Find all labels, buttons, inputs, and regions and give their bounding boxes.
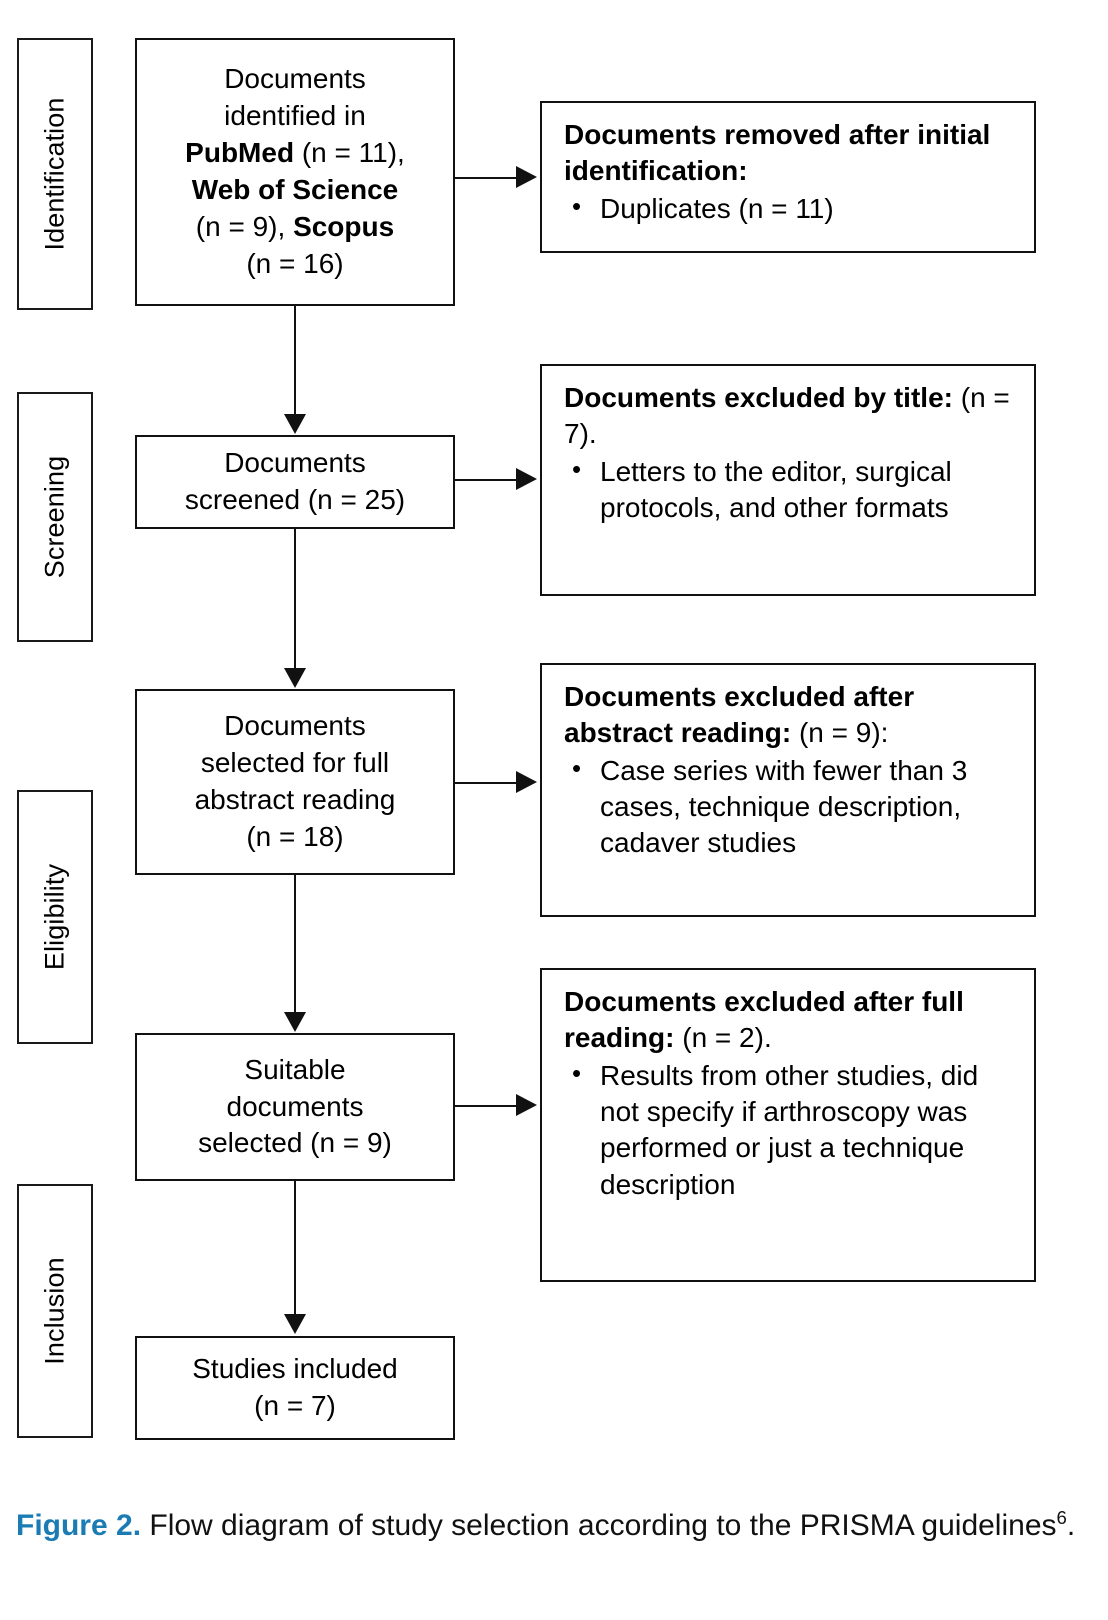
screened-box: Documents screened (n = 25) xyxy=(135,435,455,529)
phase-box-screening: Screening xyxy=(17,392,93,642)
excluded-after-abstract-bullets: Case series with fewer than 3 cases, tec… xyxy=(564,752,1018,862)
phase-box-inclusion: Inclusion xyxy=(17,1184,93,1438)
phase-box-identification: Identification xyxy=(17,38,93,310)
list-item: Letters to the editor, surgical protocol… xyxy=(564,453,1018,527)
connector-screened-to-excluded-title xyxy=(455,479,519,481)
excluded-after-abstract-box: Documents excluded after abstract readin… xyxy=(540,663,1036,917)
removed-after-identification-bullets: Duplicates (n = 11) xyxy=(564,190,1018,227)
full-excl-normal: (n = 2). xyxy=(674,1021,772,1053)
arrowhead-identified-to-screened xyxy=(284,414,306,434)
arrowhead-screened-to-excluded-title xyxy=(516,468,537,490)
full-excl-bold: Documents excluded after full reading: xyxy=(564,986,964,1053)
arrowhead-abstract-to-suitable xyxy=(284,1012,306,1032)
phase-label-identification: Identification xyxy=(39,97,70,251)
identified-source-scopus: Scopus xyxy=(293,210,395,242)
suitable-box-text: Suitable documents selected (n = 9) xyxy=(190,1052,400,1163)
connector-screened-to-abstract xyxy=(294,529,296,671)
excluded-after-full-reading-box: Documents excluded after full reading: (… xyxy=(540,968,1036,1282)
suitable-line-1: Suitable xyxy=(244,1053,346,1085)
connector-abstract-to-excluded-abstract xyxy=(455,782,519,784)
title-excl-normal: (n = 7). xyxy=(564,382,1010,449)
abstract-selected-box: Documents selected for full abstract rea… xyxy=(135,689,455,875)
included-line-1: Studies included xyxy=(192,1353,398,1385)
figure-caption: Figure 2. Flow diagram of study selectio… xyxy=(16,1505,1076,1547)
phase-label-screening: Screening xyxy=(39,455,70,579)
title-excl-bold: Documents excluded by title: xyxy=(564,382,953,413)
abstract-line-2: selected for full xyxy=(200,747,390,779)
screened-line-2: screened (n = 25) xyxy=(184,484,406,515)
excluded-after-full-reading-bullets: Results from other studies, did not spec… xyxy=(564,1057,1018,1204)
figure-label: Figure 2. xyxy=(16,1509,142,1542)
connector-identified-to-screened xyxy=(294,306,296,416)
figure-caption-text: Flow diagram of study selection accordin… xyxy=(149,1509,1057,1542)
excluded-by-title-bullets: Letters to the editor, surgical protocol… xyxy=(564,453,1018,527)
list-item: Duplicates (n = 11) xyxy=(564,190,1018,227)
arrowhead-identified-to-removed xyxy=(516,166,537,188)
phase-box-eligibility: Eligibility xyxy=(17,790,93,1044)
identified-box: Documents identified in PubMed (n = 11),… xyxy=(135,38,455,306)
figure-caption-end: . xyxy=(1066,1509,1076,1542)
identified-line-2: identified in xyxy=(224,100,366,132)
removed-after-identification-title: Documents removed after initial identifi… xyxy=(564,117,1018,189)
included-line-2: (n = 7) xyxy=(254,1390,336,1421)
identified-count-scopus: (n = 16) xyxy=(246,247,344,279)
abstract-excl-normal: (n = 9): xyxy=(791,716,889,748)
list-item: Results from other studies, did not spec… xyxy=(564,1057,1018,1204)
excluded-after-full-reading-title: Documents excluded after full reading: (… xyxy=(564,984,1018,1056)
identified-source-pubmed: PubMed xyxy=(185,137,295,169)
screened-line-1: Documents xyxy=(224,447,366,479)
abstract-line-1: Documents xyxy=(224,710,366,742)
identified-count-pubmed: (n = 11), xyxy=(294,137,405,169)
identified-box-text: Documents identified in PubMed (n = 11),… xyxy=(177,61,413,283)
excluded-by-title-box: Documents excluded by title: (n = 7). Le… xyxy=(540,364,1036,596)
identified-count-wos: (n = 9), xyxy=(195,210,294,242)
screened-box-text: Documents screened (n = 25) xyxy=(177,445,413,519)
included-box-text: Studies included (n = 7) xyxy=(184,1351,405,1425)
phase-label-eligibility: Eligibility xyxy=(39,863,70,971)
connector-suitable-to-excluded-full xyxy=(455,1105,519,1107)
connector-suitable-to-included xyxy=(294,1181,296,1317)
suitable-line-2: documents xyxy=(226,1090,364,1122)
excluded-by-title-title: Documents excluded by title: (n = 7). xyxy=(564,380,1018,452)
connector-identified-to-removed xyxy=(455,177,519,179)
connector-abstract-to-suitable xyxy=(294,875,296,1015)
abstract-selected-box-text: Documents selected for full abstract rea… xyxy=(187,708,404,856)
removed-title-bold: Documents removed after initial identifi… xyxy=(564,119,991,186)
figure-caption-superscript: 6 xyxy=(1056,1507,1067,1528)
abstract-line-3: abstract reading xyxy=(194,784,396,815)
removed-after-identification-box: Documents removed after initial identifi… xyxy=(540,101,1036,253)
included-box: Studies included (n = 7) xyxy=(135,1336,455,1440)
suitable-box: Suitable documents selected (n = 9) xyxy=(135,1033,455,1181)
phase-label-inclusion: Inclusion xyxy=(39,1257,70,1365)
list-item: Case series with fewer than 3 cases, tec… xyxy=(564,752,1018,862)
suitable-line-3: selected (n = 9) xyxy=(198,1127,392,1159)
abstract-excl-bold: Documents excluded after abstract readin… xyxy=(564,681,915,748)
arrowhead-screened-to-abstract xyxy=(284,668,306,688)
identified-line-1: Documents xyxy=(224,63,366,95)
excluded-after-abstract-title: Documents excluded after abstract readin… xyxy=(564,679,1018,751)
identified-source-wos: Web of Science xyxy=(191,174,399,205)
abstract-line-4: (n = 18) xyxy=(246,820,344,852)
arrowhead-suitable-to-included xyxy=(284,1314,306,1334)
arrowhead-suitable-to-excluded-full xyxy=(516,1094,537,1116)
arrowhead-abstract-to-excluded-abstract xyxy=(516,771,537,793)
